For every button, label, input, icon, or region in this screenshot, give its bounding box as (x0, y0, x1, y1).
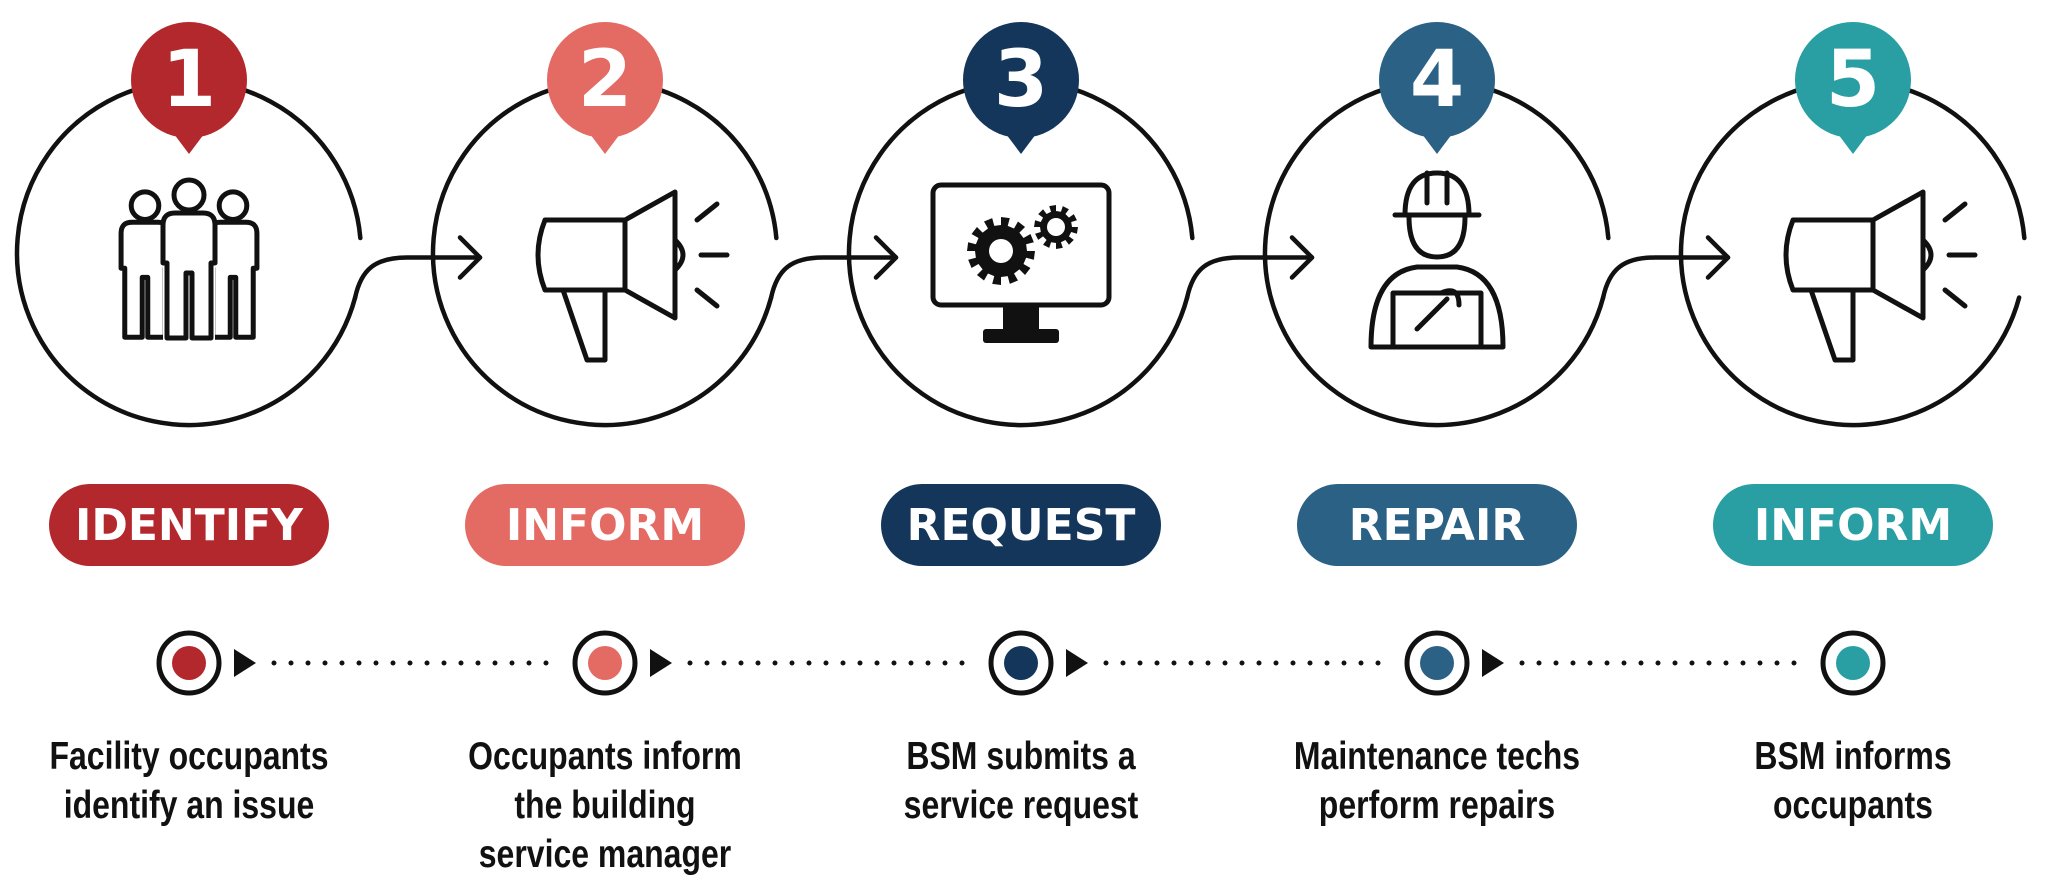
timeline-node-5-dot (1836, 646, 1870, 680)
connector-arrowhead-1 (457, 235, 483, 280)
tech-torso (1368, 264, 1506, 350)
step-5-number: 5 (1826, 35, 1880, 125)
megaphone-handle (560, 287, 608, 363)
megaphone-mouth (672, 237, 686, 273)
step-3-number: 3 (994, 35, 1048, 125)
megaphone-body (1783, 217, 1876, 293)
connector-arrow-4 (1600, 255, 1731, 300)
overalls (1390, 290, 1484, 350)
megaphone-handle (1808, 287, 1856, 363)
monitor-base (983, 329, 1059, 343)
connector-arrowhead-2 (873, 235, 899, 280)
connector-arrow-2 (768, 255, 899, 300)
timeline-triangle-1 (234, 649, 256, 677)
step-5-badge-pointer (1835, 130, 1871, 154)
connector-arrowhead-4 (1705, 235, 1731, 280)
step-2-badge-circle (547, 22, 663, 138)
step-5-number-badge: 5 (1795, 22, 1911, 154)
computer-gears-icon (930, 182, 1112, 343)
step-3-label-pill: REQUEST (881, 484, 1161, 566)
step-4-label-pill: REPAIR (1297, 484, 1577, 566)
step-3-label: REQUEST (906, 499, 1136, 551)
step-4-number-badge: 4 (1379, 22, 1495, 154)
step-5-badge-circle (1795, 22, 1911, 138)
technician-icon (1368, 170, 1506, 350)
sound-line-top (694, 201, 720, 223)
step-3-number-badge: 3 (963, 22, 1079, 154)
timeline-triangle-2 (650, 649, 672, 677)
step-2-label-pill: INFORM (465, 484, 745, 566)
step-5-label-pill: INFORM (1713, 484, 1993, 566)
megaphone-bell (622, 189, 678, 321)
timeline-node-2-dot (588, 646, 622, 680)
connector-arrow-3 (1184, 255, 1315, 300)
megaphone-body (535, 217, 628, 293)
step-4-badge-pointer (1419, 130, 1455, 154)
step-4-description: Maintenance techs perform repairs (1293, 735, 1581, 827)
step-1-badge-pointer (171, 130, 207, 154)
step-4-label: REPAIR (1348, 499, 1526, 551)
person-center (160, 177, 218, 341)
step-1-badge-circle (131, 22, 247, 138)
step-3-description: BSM submits a service request (903, 735, 1139, 827)
step-2-number: 2 (578, 35, 632, 125)
step-1-number: 1 (162, 35, 216, 125)
hard-hat (1402, 170, 1472, 218)
timeline-node-3-dot (1004, 646, 1038, 680)
step-2-ring (430, 78, 779, 428)
monitor-neck (1003, 307, 1039, 331)
timeline-node-1-dot (172, 646, 206, 680)
step-2-label: INFORM (505, 499, 705, 551)
timeline-triangle-4 (1482, 649, 1504, 677)
megaphone-icon (535, 189, 730, 363)
timeline-triangle-3 (1066, 649, 1088, 677)
wrench-icon (1414, 288, 1462, 332)
step-4-badge-circle (1379, 22, 1495, 138)
step-3-badge-circle (963, 22, 1079, 138)
step-2-description: Occupants inform the building service ma… (468, 735, 742, 876)
megaphone-icon (1783, 189, 1978, 363)
timeline-node-4-dot (1420, 646, 1454, 680)
step-1-label-pill: IDENTIFY (49, 484, 329, 566)
step-5-ring (1678, 78, 2027, 428)
people-group-icon (118, 177, 260, 355)
sound-line-bottom (1942, 287, 1968, 309)
step-1-ring (14, 78, 363, 428)
step-2-number-badge: 2 (547, 22, 663, 154)
step-5-label: INFORM (1753, 499, 1953, 551)
step-3-ring (846, 78, 1195, 428)
step-1-label: IDENTIFY (74, 499, 304, 551)
megaphone-mouth (1920, 237, 1934, 273)
connector-arrow-1 (352, 255, 483, 300)
step-3-badge-pointer (1003, 130, 1039, 154)
megaphone-bell (1870, 189, 1926, 321)
step-4-number: 4 (1410, 35, 1464, 125)
step-1-number-badge: 1 (131, 22, 247, 154)
step-4-ring (1262, 78, 1611, 428)
step-5-description: BSM informs occupants (1754, 735, 1952, 827)
connector-arrowhead-3 (1289, 235, 1315, 280)
tech-face (1406, 214, 1468, 260)
sound-line-bottom (694, 287, 720, 309)
monitor-screen (930, 182, 1112, 308)
sound-line-top (1942, 201, 1968, 223)
step-1-description: Facility occupants identify an issue (49, 735, 329, 827)
step-2-badge-pointer (587, 130, 623, 154)
